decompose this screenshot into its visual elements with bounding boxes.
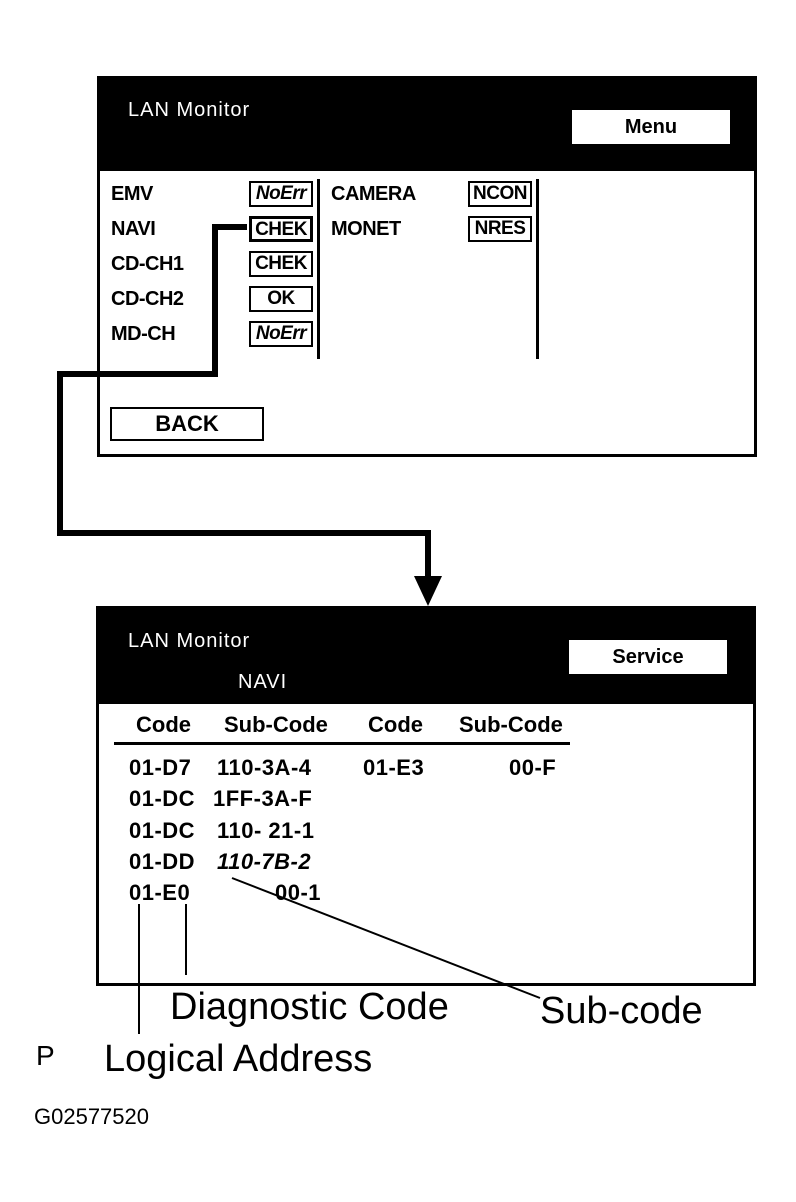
status-cd-ch2[interactable]: OK xyxy=(249,286,313,312)
status-md-ch[interactable]: NoErr xyxy=(249,321,313,347)
sub-code-cell: 110- 21-1 xyxy=(217,818,315,843)
menu-button[interactable]: Menu xyxy=(572,110,730,144)
column-header-sub-code: Sub-Code xyxy=(459,712,563,737)
screen-title: LAN Monitor xyxy=(128,99,251,121)
code-cell: 01-DC xyxy=(129,786,196,811)
column-header-sub-code: Sub-Code xyxy=(224,712,328,737)
screen-header: LAN Monitor Menu xyxy=(100,79,754,171)
device-label-emv: EMV xyxy=(111,183,153,205)
sub-code-callout: Sub-code xyxy=(540,990,703,1032)
logical-address-callout: Logical Address xyxy=(104,1038,373,1080)
header-underline xyxy=(114,742,570,745)
code-cell: 01-E3 xyxy=(363,755,425,780)
device-label-cd-ch2: CD-CH2 xyxy=(111,288,184,310)
device-label-monet: MONET xyxy=(331,218,401,240)
device-label-md-ch: MD-CH xyxy=(111,323,176,345)
code-cell: 01-D7 xyxy=(129,755,192,780)
status-camera[interactable]: NCON xyxy=(468,181,532,207)
status-monet[interactable]: NRES xyxy=(468,216,532,242)
back-button[interactable]: BACK xyxy=(110,407,264,441)
sub-code-cell: 00-1 xyxy=(275,880,322,905)
code-cell: 01-DC xyxy=(129,818,196,843)
code-cell: 01-E0 xyxy=(129,880,191,905)
p-label: P xyxy=(36,1040,55,1071)
lan-monitor-screen: LAN Monitor Menu EMV NAVI CD-CH1 CD-CH2 … xyxy=(97,76,757,457)
column-divider xyxy=(317,179,320,359)
code-cell: 01-DD xyxy=(129,849,196,874)
sub-code-cell: 110-7B-2 xyxy=(217,849,312,874)
screen-header: LAN Monitor NAVI Service xyxy=(99,609,753,704)
sub-code-cell: 110-3A-4 xyxy=(217,755,312,780)
service-button[interactable]: Service xyxy=(569,640,727,674)
status-emv[interactable]: NoErr xyxy=(249,181,313,207)
status-navi[interactable]: CHEK xyxy=(249,216,313,242)
figure-id: G02577520 xyxy=(34,1104,149,1129)
sub-code-cell: 00-F xyxy=(509,755,557,780)
device-label-navi: NAVI xyxy=(111,218,156,240)
column-divider xyxy=(536,179,539,359)
sub-code-cell: 1FF-3A-F xyxy=(213,786,313,811)
arrow-head-icon xyxy=(414,576,442,606)
status-cd-ch1[interactable]: CHEK xyxy=(249,251,313,277)
column-header-code: Code xyxy=(368,712,423,737)
screen-title: LAN Monitor xyxy=(128,630,251,652)
device-label-cd-ch1: CD-CH1 xyxy=(111,253,184,275)
device-label-camera: CAMERA xyxy=(331,183,416,205)
column-header-code: Code xyxy=(136,712,191,737)
screen-subtitle: NAVI xyxy=(238,671,288,693)
navi-detail-screen: LAN Monitor NAVI Service Code Sub-Code C… xyxy=(96,606,756,986)
diagnostic-code-callout: Diagnostic Code xyxy=(170,986,449,1028)
